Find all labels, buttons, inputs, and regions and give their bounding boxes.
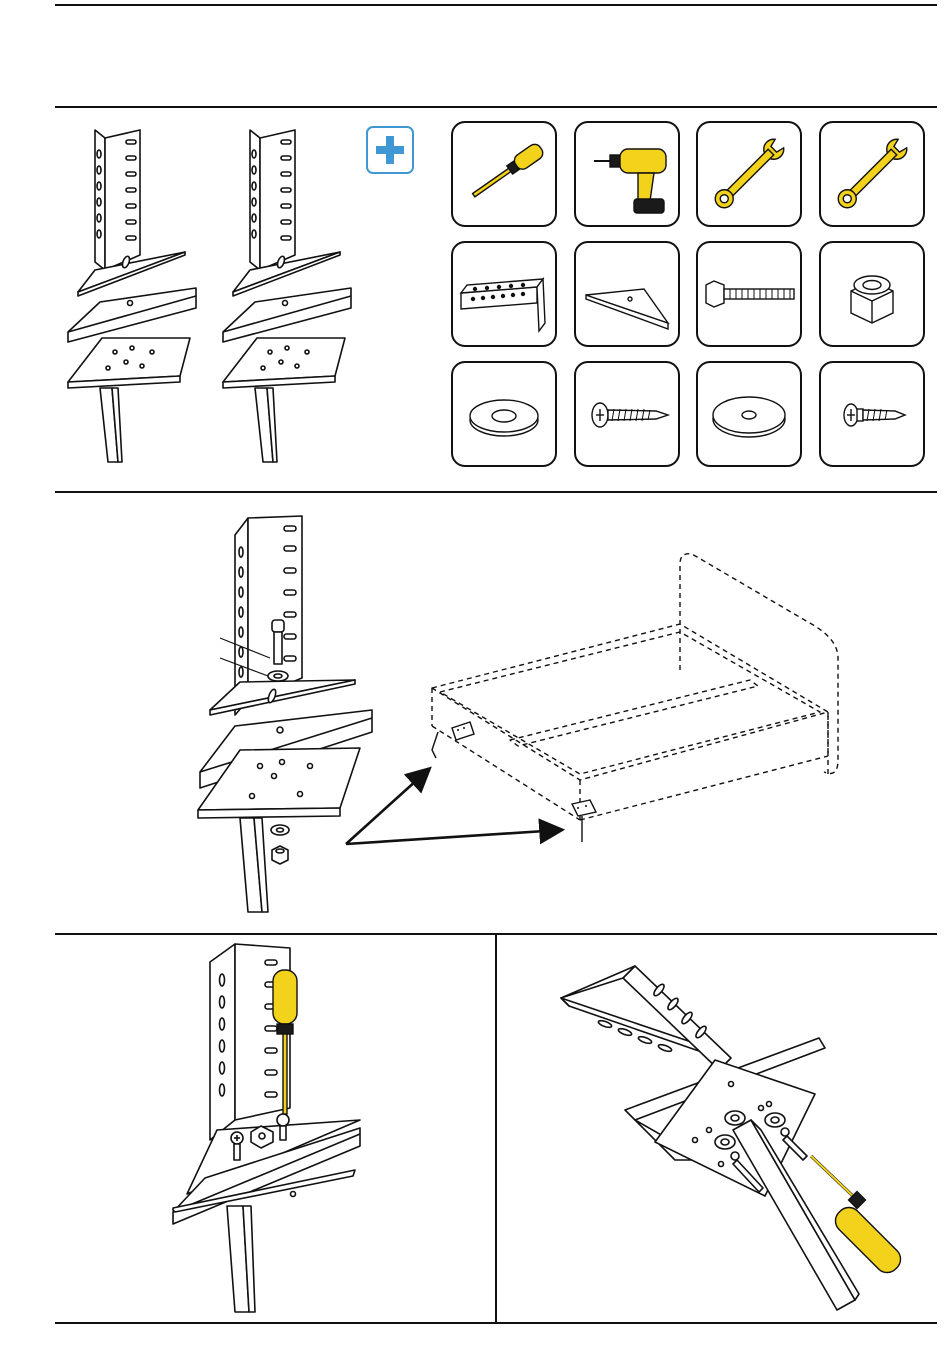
hex-nut-icon — [821, 243, 923, 345]
tile-wrench-2 — [819, 121, 925, 227]
underside-fix-illustration — [555, 960, 935, 1320]
tile-cordless-drill — [574, 121, 680, 227]
tile-screwdriver — [451, 121, 557, 227]
cordless-drill-icon — [576, 123, 678, 225]
plus-badge — [366, 126, 414, 174]
washer-icon — [453, 363, 555, 465]
large-washer-icon — [698, 363, 800, 465]
tile-hex-nut — [819, 241, 925, 347]
tile-countersunk-screw — [574, 361, 680, 467]
tile-large-washer — [696, 361, 802, 467]
tile-wrench-1 — [696, 121, 802, 227]
hex-bolt-icon — [698, 243, 800, 345]
section-divider-vertical — [495, 935, 497, 1322]
triangle-plate-icon — [576, 243, 678, 345]
arrows — [330, 760, 590, 860]
tile-angle-bracket — [451, 241, 557, 347]
combination-wrench-icon — [698, 123, 800, 225]
angle-bracket-icon — [453, 243, 555, 345]
leg-assembly-exploded-left — [60, 120, 210, 470]
countersunk-screw-icon — [576, 363, 678, 465]
section-divider-2 — [55, 491, 937, 493]
section-divider-bottom — [55, 1322, 937, 1324]
pan-head-screw-icon — [821, 363, 923, 465]
screwdriver-icon — [453, 123, 555, 225]
combination-wrench-icon — [821, 123, 923, 225]
plus-icon — [368, 128, 412, 172]
section-divider-top — [55, 4, 937, 6]
screw-leg-illustration — [165, 940, 375, 1320]
tile-triangle-plate — [574, 241, 680, 347]
tile-washer — [451, 361, 557, 467]
tile-pan-head-screw — [819, 361, 925, 467]
section-divider-1 — [55, 106, 937, 108]
leg-assembly-exploded-right — [215, 120, 365, 470]
tile-hex-bolt — [696, 241, 802, 347]
